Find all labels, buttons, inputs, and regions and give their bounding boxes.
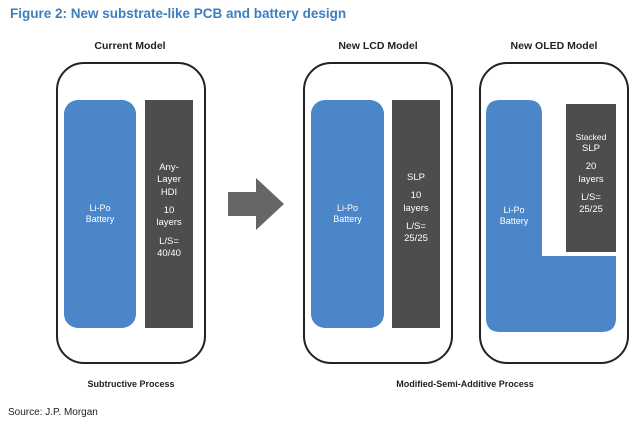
oled-battery-label: Li-Po Battery: [486, 205, 542, 228]
pcb-label-line: 25/25: [404, 233, 428, 245]
pcb-label-line: HDI: [160, 186, 178, 198]
source-caption: Source: J.P. Morgan: [8, 407, 98, 418]
arrow-shape: [228, 178, 284, 230]
pcb-label-line: Stacked: [575, 132, 607, 142]
lcd-model-pcb: SLP 10 layers L/S= 25/25: [392, 100, 440, 328]
oled-model-label: New OLED Model: [510, 40, 598, 52]
pcb-label-line: layers: [403, 202, 429, 214]
pcb-label-line: Any-: [159, 162, 179, 173]
pcb-label-line: L/S=: [581, 192, 601, 204]
current-model-battery: Li-Po Battery: [64, 100, 136, 328]
pcb-label-line: L/S=: [159, 235, 179, 247]
pcb-label-line: layers: [156, 217, 182, 229]
battery-label-line: Li-Po: [503, 205, 525, 215]
battery-label-line: Li-Po: [336, 202, 358, 213]
pcb-label-line: 10: [163, 205, 175, 217]
pcb-label-line: 40/40: [157, 248, 181, 260]
pcb-label-line: SLP: [582, 143, 600, 155]
battery-label-line: Battery: [85, 214, 115, 224]
pcb-label-line: layers: [578, 173, 604, 185]
battery-label-line: Battery: [333, 214, 362, 224]
battery-label-line: Battery: [499, 216, 529, 227]
oled-model-pcb: Stacked SLP 20 layers L/S= 25/25: [566, 104, 616, 252]
pcb-label-line: Layer: [157, 174, 181, 186]
pcb-label-line: 20: [585, 161, 597, 173]
pcb-label-line: SLP: [407, 172, 425, 183]
right-arrow-icon: [228, 178, 284, 230]
l-shaped-battery-shape: [486, 100, 616, 332]
pcb-label-line: 10: [410, 190, 422, 202]
lcd-model-battery: Li-Po Battery: [311, 100, 384, 328]
current-model-pcb: Any- Layer HDI 10 layers L/S= 40/40: [145, 100, 193, 328]
pcb-label-line: L/S=: [406, 221, 426, 233]
battery-label-line: Li-Po: [89, 202, 111, 213]
current-model-label: Current Model: [94, 40, 166, 52]
figure-title: Figure 2: New substrate-like PCB and bat…: [10, 6, 347, 21]
lcd-model-label: New LCD Model: [338, 40, 418, 52]
oled-model-battery: [486, 100, 616, 332]
pcb-label-line: 25/25: [579, 204, 603, 216]
subtractive-process-label: Subtructive Process: [87, 379, 175, 389]
msap-process-label: Modified-Semi-Additive Process: [396, 379, 534, 389]
